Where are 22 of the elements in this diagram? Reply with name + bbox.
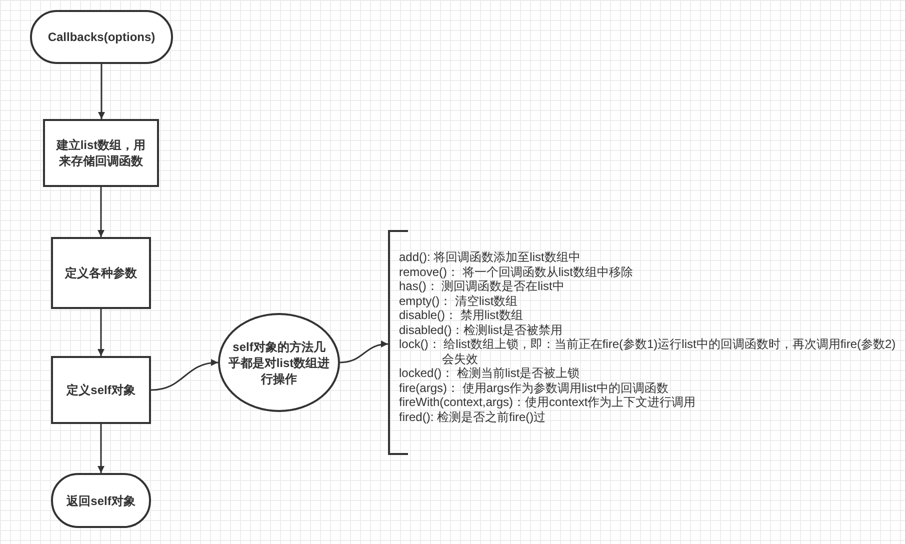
- arrow: [340, 340, 388, 364]
- arrow: [98, 64, 105, 119]
- method-description: disabled()：检测list是否被禁用: [399, 322, 564, 337]
- arrow: [150, 360, 218, 391]
- arrow: [98, 424, 104, 473]
- arrow: [98, 187, 104, 237]
- method-description: has()： 测回调函数是否在list中: [399, 279, 566, 294]
- terminal-box: 返回self对象: [51, 473, 151, 528]
- method-description: disable()： 禁用list数组: [399, 308, 524, 322]
- method-description: remove()： 将一个回调函数从list数组中移除: [399, 264, 634, 279]
- method-description: fire(args)： 使用args作为参数调用list中的回调函数: [399, 380, 670, 395]
- arrow: [98, 309, 104, 356]
- method-description: fireWith(context,args)：使用context作为上下文进行调用: [399, 395, 697, 410]
- method-description: locked()： 检测当前list是否被上锁: [399, 366, 581, 380]
- process-box: 定义self对象: [51, 356, 151, 424]
- method-description: empty()： 清空list数组: [399, 294, 519, 308]
- terminal-box: Callbacks(options): [30, 10, 173, 64]
- process-box: 定义各种参数: [51, 237, 151, 309]
- method-description: fired(): 检测是否之前fire()过: [399, 410, 547, 424]
- method-description: add(): 将回调函数添加至list数组中: [399, 250, 582, 264]
- note-ellipse: self对象的方法几乎都是对list数组进行操作: [218, 313, 340, 412]
- process-box: 建立list数组，用来存储回调函数: [43, 119, 159, 187]
